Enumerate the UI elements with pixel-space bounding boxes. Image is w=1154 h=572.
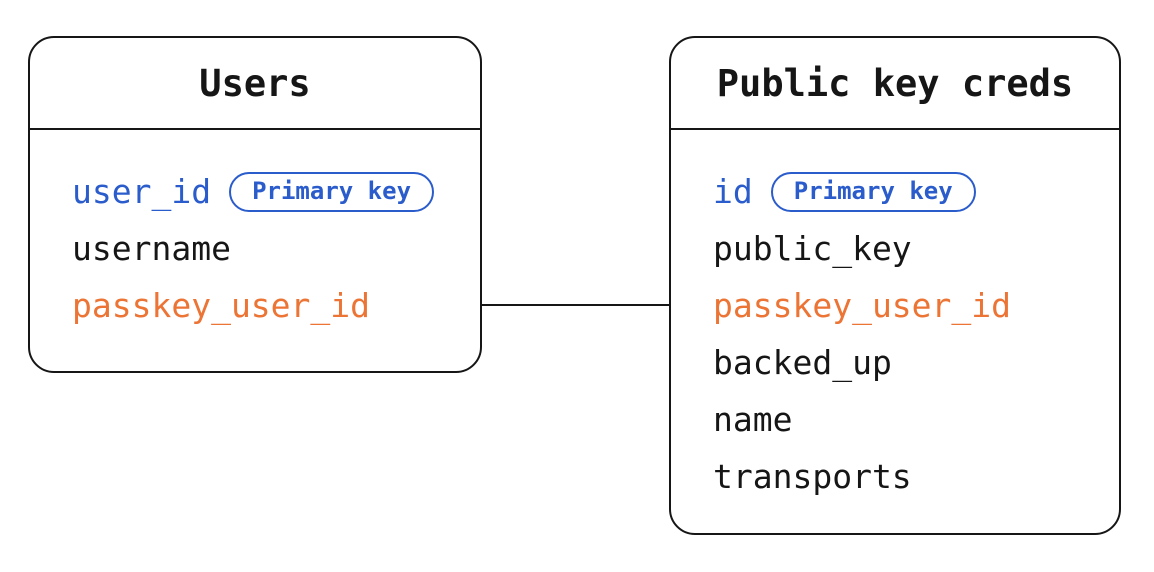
table-public-key-creds-fields: id Primary key public_key passkey_user_i… [671, 130, 1119, 505]
field-row-user-id: user_id Primary key [72, 163, 480, 220]
field-row-username: username [72, 220, 480, 277]
field-name: transports [713, 457, 912, 496]
field-name: name [713, 400, 793, 439]
field-row-id: id Primary key [713, 163, 1119, 220]
table-public-key-creds: Public key creds id Primary key public_k… [669, 36, 1121, 535]
table-public-key-creds-title: Public key creds [671, 38, 1119, 130]
field-name: passkey_user_id [72, 286, 371, 325]
table-users-title: Users [30, 38, 480, 130]
field-name: username [72, 229, 231, 268]
field-row-name: name [713, 391, 1119, 448]
table-users-fields: user_id Primary key username passkey_use… [30, 130, 480, 334]
field-name: passkey_user_id [713, 286, 1012, 325]
field-row-public-key: public_key [713, 220, 1119, 277]
field-row-backed-up: backed_up [713, 334, 1119, 391]
field-row-passkey-user-id: passkey_user_id [713, 277, 1119, 334]
field-name: public_key [713, 229, 912, 268]
relationship-line [482, 304, 669, 306]
table-users: Users user_id Primary key username passk… [28, 36, 482, 373]
primary-key-badge: Primary key [229, 171, 435, 212]
field-name: id [713, 172, 753, 211]
field-name: user_id [72, 172, 212, 211]
primary-key-badge: Primary key [770, 171, 976, 212]
field-row-transports: transports [713, 448, 1119, 505]
field-name: backed_up [713, 343, 892, 382]
field-row-passkey-user-id: passkey_user_id [72, 277, 480, 334]
